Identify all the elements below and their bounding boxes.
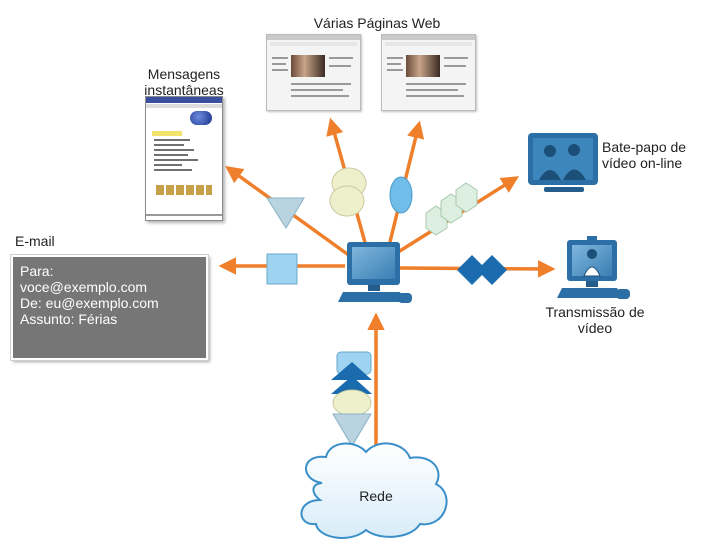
instant-messages-label-line2: instantâneas bbox=[144, 82, 224, 98]
packets bbox=[266, 167, 507, 447]
video-stream-label: Transmissão de vídeo bbox=[530, 304, 660, 336]
data-flow-arrows bbox=[218, 117, 556, 456]
web-page-screenshot-2 bbox=[381, 34, 476, 111]
video-stream-label-line1: Transmissão de bbox=[545, 304, 645, 320]
instant-messages-label-line1: Mensagens bbox=[147, 66, 221, 82]
instant-messages-label: Mensagens instantâneas bbox=[125, 66, 243, 98]
video-chat-label-line1: Bate-papo de bbox=[602, 139, 687, 155]
central-computer-icon bbox=[338, 242, 412, 303]
im-packet-triangle bbox=[266, 197, 305, 229]
web-packet-circle-2 bbox=[329, 185, 365, 217]
video-stream-label-line2: vídeo bbox=[577, 320, 613, 336]
video-chat-label-line2: vídeo on-line bbox=[602, 155, 683, 171]
email-to-label: Para: bbox=[20, 263, 54, 279]
network-packet-stack bbox=[331, 351, 372, 447]
web-packet-oval bbox=[389, 176, 413, 214]
video-chat-label: Bate-papo de vídeo on-line bbox=[602, 139, 706, 171]
video-stream-packets-diamonds bbox=[457, 255, 507, 285]
instant-messenger-window bbox=[145, 96, 223, 221]
cloud-icon bbox=[300, 442, 448, 539]
video-stream-computer-icon bbox=[557, 236, 630, 299]
email-packet-square bbox=[266, 253, 298, 285]
video-chat-packets-hexagons bbox=[425, 182, 478, 236]
video-chat-icon bbox=[528, 133, 598, 192]
email-label: E-mail bbox=[15, 233, 55, 249]
network-label: Rede bbox=[359, 488, 393, 504]
email-to-address: voce@exemplo.com bbox=[20, 279, 148, 295]
email-subject: Assunto: Férias bbox=[20, 311, 118, 327]
email-message-box: Para: voce@exemplo.com De: eu@exemplo.co… bbox=[10, 254, 209, 361]
messenger-logo-icon bbox=[190, 111, 212, 125]
web-pages-label: Várias Páginas Web bbox=[313, 15, 441, 31]
web-page-screenshot-1 bbox=[266, 34, 361, 111]
email-from: De: eu@exemplo.com bbox=[20, 295, 159, 311]
